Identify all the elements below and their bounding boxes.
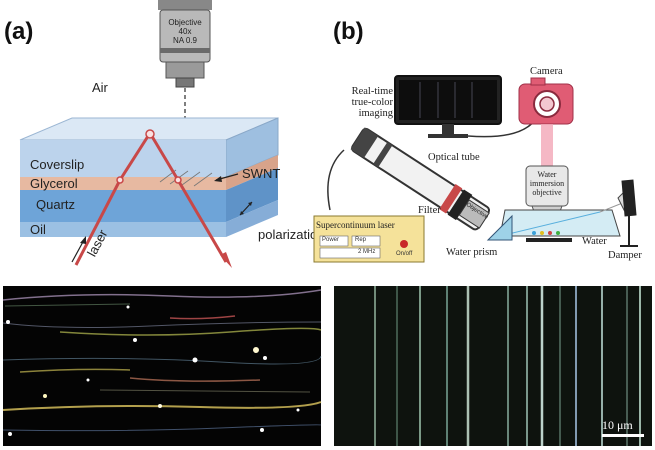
polarization-label: polarization	[258, 227, 325, 242]
damper-label: Damper	[608, 250, 642, 261]
optical-tube-label: Optical tube	[428, 152, 480, 163]
imaging-line1: Real-time	[351, 86, 393, 97]
laser-onoff-label: On/off	[396, 251, 413, 257]
water-label: Water	[582, 236, 607, 247]
water-prism	[486, 214, 513, 241]
oil-label: Oil	[30, 222, 46, 237]
optical-tube	[350, 127, 490, 231]
panel-b-label: (b)	[333, 18, 364, 45]
objective-text-line1: Objective	[168, 18, 202, 27]
objective-engraving: Objective 40x NA 0.9	[162, 18, 208, 45]
laser-beam	[74, 129, 232, 268]
camera-icon	[518, 77, 574, 125]
camera-label: Camera	[530, 66, 563, 77]
swnt-label: SWNT	[242, 166, 281, 181]
laser-rate-label: 2 MHz	[358, 249, 376, 255]
glycerol-label: Glycerol	[30, 176, 78, 191]
scale-bar	[602, 434, 644, 437]
laser-box-title: Supercontinuum laser	[316, 220, 395, 230]
water-immersion-label: Water immersion objective	[528, 170, 566, 197]
sample-stack	[19, 117, 279, 237]
water-immersion-line3: objective	[532, 188, 562, 197]
imaging-line3: imaging	[358, 108, 393, 119]
light-path	[541, 124, 553, 172]
imaging-label: Real-time true-color imaging	[341, 86, 393, 119]
objective-lens-icon	[158, 0, 212, 88]
supercontinuum-laser-box	[313, 215, 425, 263]
objective-text-line2: 40x	[178, 27, 192, 36]
monitor-icon	[394, 75, 502, 138]
coverslip-layer	[20, 140, 226, 177]
damper-icon	[617, 179, 638, 247]
water-immersion-line1: Water	[537, 170, 557, 179]
water-immersion-line2: immersion	[529, 179, 565, 188]
laser-rep-label: Rep	[355, 237, 367, 243]
air-label: Air	[92, 80, 108, 95]
panel-a-label: (a)	[4, 18, 34, 45]
objective-text-line3: NA 0.9	[172, 36, 197, 45]
laser-power-label: Power	[322, 237, 340, 243]
coverslip-label: Coverslip	[30, 157, 85, 172]
imaging-line2: true-color	[351, 97, 393, 108]
scale-bar-label: 10 μm	[602, 418, 633, 432]
water-prism-label: Water prism	[446, 247, 498, 258]
oil-layer	[20, 222, 226, 237]
filter-label: Filter	[418, 205, 441, 216]
quartz-label: Quartz	[36, 197, 76, 212]
